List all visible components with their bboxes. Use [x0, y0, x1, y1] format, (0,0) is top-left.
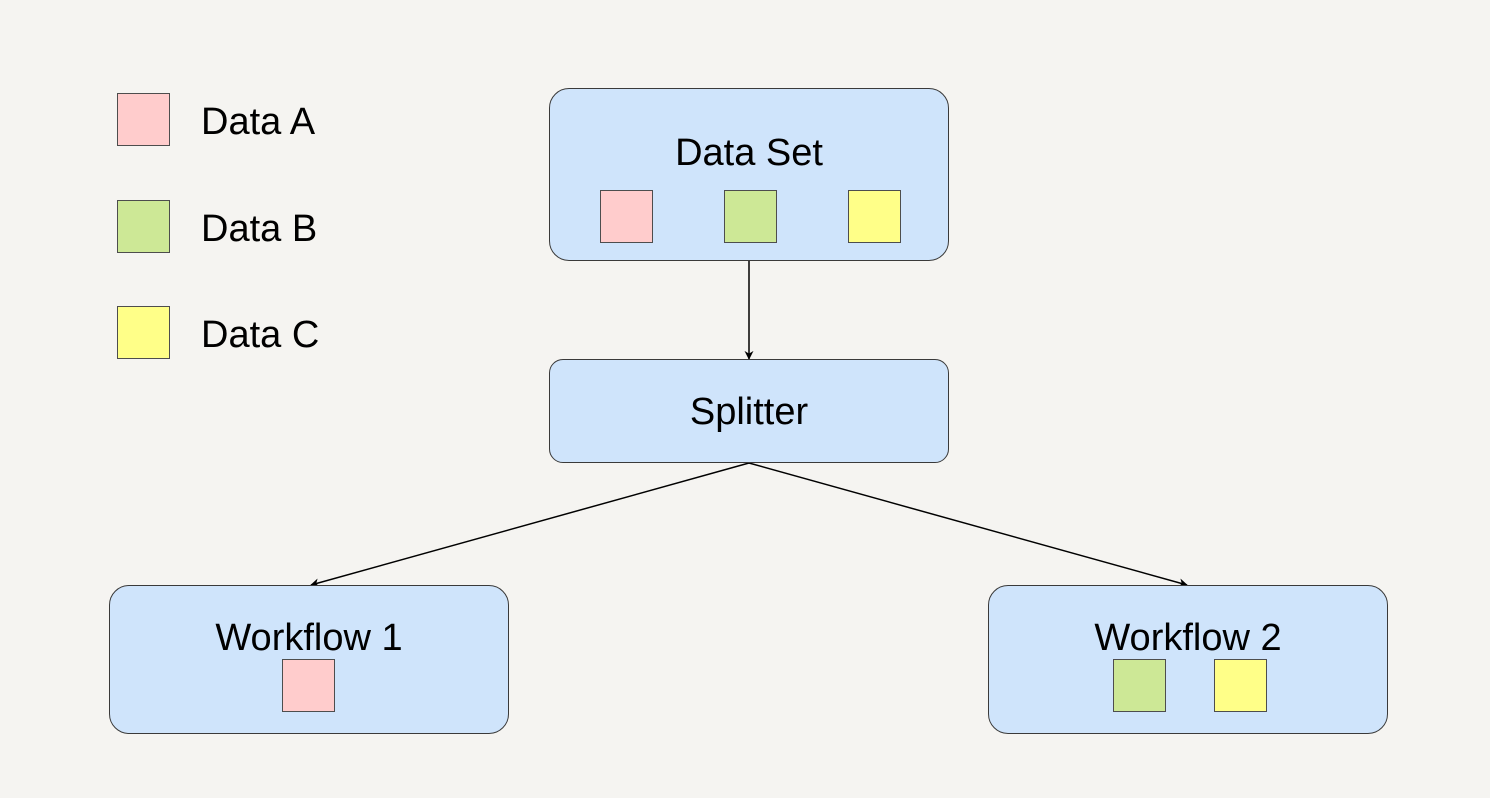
splitter-label: Splitter: [689, 391, 809, 433]
workflow-2-item-data-b: [1113, 659, 1166, 712]
workflow-1-label: Workflow 1: [215, 617, 403, 659]
data-set-item-data-b: [724, 190, 777, 243]
edge-splitter-to-workflow-1: [310, 462, 750, 588]
legend-label-data-c: Data C: [201, 314, 320, 356]
workflow-2-item-data-c: [1214, 659, 1267, 712]
workflow-2-label: Workflow 2: [1094, 617, 1282, 659]
data-set-item-data-a: [600, 190, 653, 243]
edge-splitter-to-workflow-2: [748, 462, 1188, 588]
data-set-label: Data Set: [675, 132, 823, 174]
workflow-1-node: Workflow 1: [109, 585, 509, 734]
legend-swatch-data-b: [117, 200, 170, 253]
data-set-node: Data Set: [549, 88, 949, 261]
workflow-2-node: Workflow 2: [988, 585, 1388, 734]
workflow-1-item-data-a: [282, 659, 335, 712]
legend-label-data-a: Data A: [201, 101, 316, 143]
legend-swatch-data-a: [117, 93, 170, 146]
legend-swatch-data-c: [117, 306, 170, 359]
splitter-node: Splitter: [549, 359, 949, 463]
data-set-item-data-c: [848, 190, 901, 243]
legend-label-data-b: Data B: [201, 208, 318, 250]
